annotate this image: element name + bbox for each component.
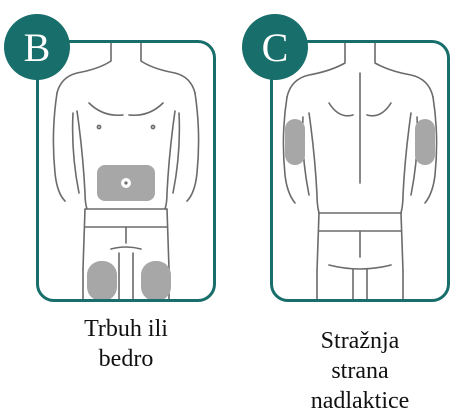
caption-c: Stražnja strana nadlaktice	[270, 326, 450, 416]
right-upper-arm-injection-site	[415, 119, 435, 165]
caption-c-line-3: nadlaktice	[270, 386, 450, 416]
front-body-illustration	[39, 43, 213, 299]
caption-b-line-1: Trbuh ili	[36, 314, 216, 344]
caption-b-line-2: bedro	[36, 344, 216, 374]
panel-b-frame	[36, 40, 216, 302]
badge-c: C	[242, 14, 308, 80]
back-body-illustration	[273, 43, 447, 299]
caption-c-line-1: Stražnja	[270, 326, 450, 356]
right-thigh-injection-site	[141, 261, 171, 299]
caption-b: Trbuh ili bedro	[36, 314, 216, 374]
panel-c-frame	[270, 40, 450, 302]
left-upper-arm-injection-site	[285, 119, 305, 165]
left-thigh-injection-site	[87, 261, 117, 299]
badge-b: B	[4, 14, 70, 80]
caption-c-line-2: strana	[270, 356, 450, 386]
